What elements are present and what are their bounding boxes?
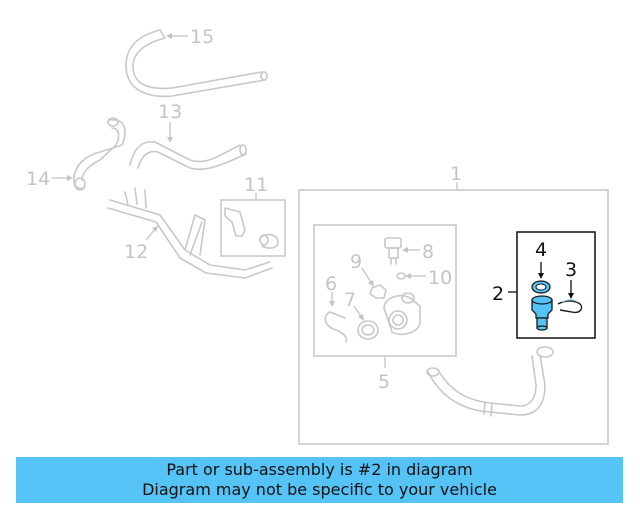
clip-9-part [369, 284, 387, 299]
banner-line-1: Part or sub-assembly is #2 in diagram [166, 460, 473, 479]
box-2 [516, 231, 596, 339]
clip-3-part [557, 299, 583, 314]
parts-diagram: 15 13 14 12 11 1 5 [26, 26, 609, 445]
callout-2: 2 [492, 283, 504, 305]
lower-hose-part [426, 346, 554, 417]
clip-6-part [324, 311, 348, 343]
callout-12: 12 [124, 241, 148, 263]
hose-14-part [73, 117, 126, 191]
oring-7-part [357, 320, 379, 340]
callout-4: 4 [535, 239, 547, 261]
callout-15: 15 [190, 26, 214, 48]
info-banner: Part or sub-assembly is #2 in diagram Di… [16, 457, 623, 503]
callout-7: 7 [344, 289, 356, 311]
box-11 [220, 199, 286, 257]
callout-13: 13 [158, 101, 182, 123]
callout-11: 11 [244, 174, 268, 196]
callout-5: 5 [378, 371, 390, 393]
callout-9: 9 [350, 251, 362, 273]
callout-6: 6 [325, 273, 337, 295]
callout-14: 14 [26, 168, 50, 190]
pipe-12-part [107, 187, 273, 279]
callout-1: 1 [450, 163, 462, 185]
hose-15-part [125, 29, 268, 98]
oring-4-part [531, 280, 551, 294]
outlet-housing-5-part [383, 292, 421, 336]
banner-line-2: Diagram may not be specific to your vehi… [142, 480, 497, 499]
hose-13-part [129, 140, 247, 170]
sensor-8-part [384, 237, 402, 265]
callout-3: 3 [565, 259, 577, 281]
callout-10: 10 [428, 267, 452, 289]
leader-9 [361, 267, 373, 285]
box-1 [298, 189, 609, 445]
callout-8: 8 [422, 241, 434, 263]
ring-10-part [396, 272, 406, 280]
connector-2-part [531, 295, 553, 331]
hose-11-part [224, 207, 279, 249]
